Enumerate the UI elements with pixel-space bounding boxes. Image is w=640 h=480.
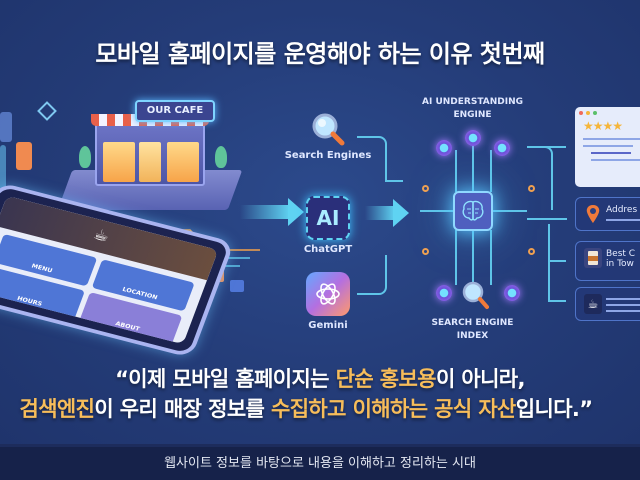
arrow-right-icon <box>365 199 409 227</box>
cafe-window <box>103 142 135 182</box>
result-best-card: Best C in Tow <box>575 241 640 281</box>
circuit-endpoint <box>422 185 429 192</box>
cafe-sign: OUR CAFE <box>135 100 215 122</box>
text-line <box>606 219 640 221</box>
cafe-door <box>139 142 161 182</box>
connector-line <box>540 146 566 148</box>
network-node <box>504 285 520 301</box>
caption-divider <box>0 444 640 447</box>
subtitle-caption: 웹사이트 정보를 바탕으로 내용을 이해하고 정리하는 시대 <box>0 447 640 480</box>
coffee-cup-icon: ☕ <box>90 224 113 246</box>
quote-text: 이 우리 매장 정보를 <box>94 397 271 421</box>
circuit-trace <box>472 140 474 192</box>
brain-icon <box>462 200 484 221</box>
takeaway-cup-icon <box>584 248 602 268</box>
connector-line <box>357 255 387 295</box>
plant-icon <box>79 146 91 168</box>
cafe-window <box>167 142 199 182</box>
engine-label-line: ENGINE <box>453 110 492 120</box>
network-node <box>465 130 481 146</box>
network-node <box>436 285 452 301</box>
quote-text: “이제 모바일 홈페이지는 <box>115 367 336 391</box>
result-menu-card: ☕ <box>575 287 640 321</box>
connector-line <box>527 146 553 210</box>
connector-line <box>385 180 403 182</box>
connector-line <box>548 260 566 262</box>
circuit-endpoint <box>528 185 535 192</box>
connector-line <box>548 300 566 302</box>
source-search-engines: Search Engines <box>283 112 373 161</box>
circuit-trace <box>490 150 492 192</box>
result-address-card: Addres <box>575 197 640 231</box>
result-review-card: ★★★★ <box>575 107 640 187</box>
engine-top-label: AI UNDERSTANDING ENGINE <box>410 96 535 122</box>
engine-bottom-label: SEARCH ENGINE INDEX <box>410 317 535 343</box>
network-node <box>436 140 452 156</box>
ai-chip-icon: AI <box>306 196 350 240</box>
quote-line-2: 검색엔진이 우리 매장 정보를 수집하고 이해하는 공식 자산입니다.” <box>0 394 640 424</box>
circuit-trace <box>455 230 457 285</box>
circuit-trace <box>472 230 474 290</box>
circuit-trace <box>490 230 492 285</box>
engine-label-line: SEARCH ENGINE <box>431 318 514 328</box>
plant-icon <box>215 146 227 168</box>
location-pin-icon <box>586 205 600 223</box>
floating-ui-card <box>0 112 12 142</box>
coffee-cup-icon: ☕ <box>584 294 602 314</box>
window-dots <box>575 107 640 119</box>
network-node-icon <box>37 101 57 121</box>
engine-label-line: INDEX <box>456 331 489 341</box>
text-line <box>583 138 640 140</box>
circuit-trace <box>420 210 454 212</box>
key-message-quote: “이제 모바일 홈페이지는 단순 홍보용이 아니라, 검색엔진이 우리 매장 정… <box>0 364 640 424</box>
address-text: Addres <box>606 205 638 215</box>
source-chatgpt: AI ChatGPT <box>293 196 363 255</box>
circuit-trace <box>493 210 527 212</box>
text-line <box>591 159 640 161</box>
text-line <box>606 310 640 312</box>
connector-line <box>527 218 567 220</box>
circuit-endpoint <box>528 248 535 255</box>
floating-panel-card <box>0 145 6 195</box>
best-text-line: in Tow <box>606 259 634 269</box>
cafe-building <box>95 118 205 186</box>
gemini-knot-icon <box>306 272 350 316</box>
magnifier-icon <box>311 112 345 146</box>
quote-text: 이 아니라, <box>435 367 526 391</box>
quote-highlight: 수집하고 이해하는 공식 자산 <box>270 397 516 421</box>
best-text-line: Best C <box>606 249 636 259</box>
connector-line <box>548 224 566 300</box>
text-line <box>583 145 633 147</box>
slide-title: 모바일 홈페이지를 운영해야 하는 이유 첫번째 <box>95 40 545 68</box>
index-magnifier-icon <box>461 280 489 314</box>
floating-doc-card <box>16 142 32 170</box>
engine-label-line: AI UNDERSTANDING <box>422 97 523 107</box>
arrow-right-icon <box>240 198 304 226</box>
source-gemini: Gemini <box>293 272 363 331</box>
text-line <box>591 152 631 154</box>
slide-stage: 모바일 홈페이지를 운영해야 하는 이유 첫번째 OUR CAFE ☕ <box>0 0 640 444</box>
best-text: Best C in Tow <box>606 249 635 269</box>
quote-text: 입니다.” <box>515 397 593 421</box>
quote-highlight: 검색엔진 <box>19 397 95 421</box>
quote-line-1: “이제 모바일 홈페이지는 단순 홍보용이 아니라, <box>0 364 640 394</box>
circuit-trace <box>455 150 457 192</box>
text-line <box>606 304 640 306</box>
star-rating-icon: ★★★★ <box>583 119 623 133</box>
source-label: Gemini <box>308 320 348 331</box>
quote-highlight: 단순 홍보용 <box>335 367 437 391</box>
connector-line <box>357 136 387 182</box>
source-label: Search Engines <box>284 150 372 161</box>
source-label: ChatGPT <box>303 244 353 255</box>
ai-brain-chip <box>453 191 493 231</box>
text-line <box>606 298 640 300</box>
network-node <box>494 140 510 156</box>
cafe-storefront-illustration: OUR CAFE <box>57 100 243 220</box>
circuit-endpoint <box>422 248 429 255</box>
